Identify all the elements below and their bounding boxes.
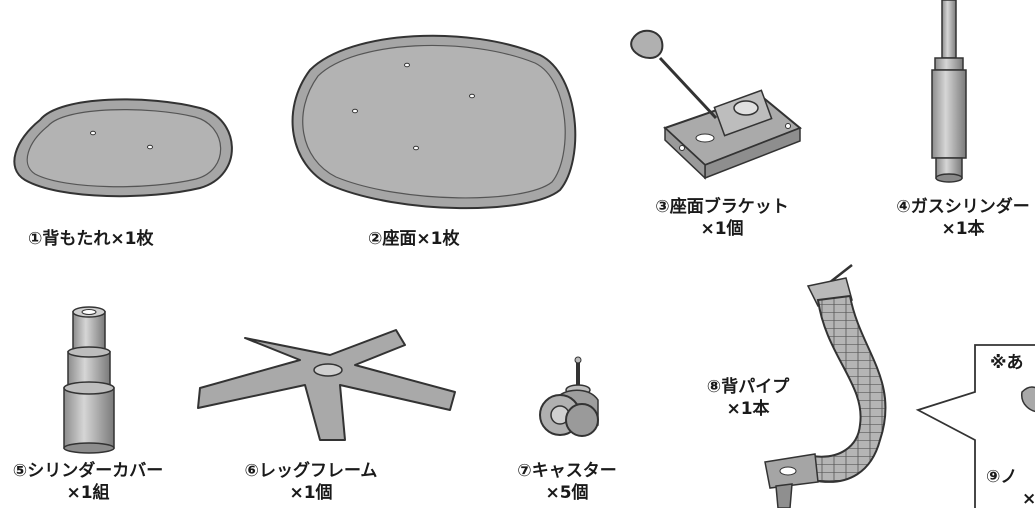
seat-bracket-label: ③座面ブラケット×1個 xyxy=(655,197,789,239)
seat-shape xyxy=(291,34,577,210)
gas-cylinder-shape xyxy=(931,0,967,183)
leg-frame-label: ⑥レッグフレーム×1個 xyxy=(244,461,378,503)
caster-shape xyxy=(539,356,599,437)
leg-frame-shape xyxy=(197,329,456,441)
back-pipe-label: ⑧背パイプ×1本 xyxy=(706,377,790,419)
callout-box xyxy=(915,344,1035,508)
seat-label: ②座面×1枚 xyxy=(368,229,460,249)
caster-label: ⑦キャスター×5個 xyxy=(517,461,617,503)
callout-note: ※あ xyxy=(990,353,1024,373)
seat-bracket-shape xyxy=(630,29,802,180)
backrest-shape xyxy=(13,98,233,198)
callout-item-label: ⑨ノ× xyxy=(986,467,1035,509)
back-pipe-shape xyxy=(764,264,887,508)
cylinder-cover-shape xyxy=(63,306,115,454)
gas-cylinder-label: ④ガスシリンダー×1本 xyxy=(896,197,1030,239)
cylinder-cover-label: ⑤シリンダーカバー×1組 xyxy=(12,461,164,503)
backrest-label: ①背もたれ×1枚 xyxy=(28,229,154,249)
